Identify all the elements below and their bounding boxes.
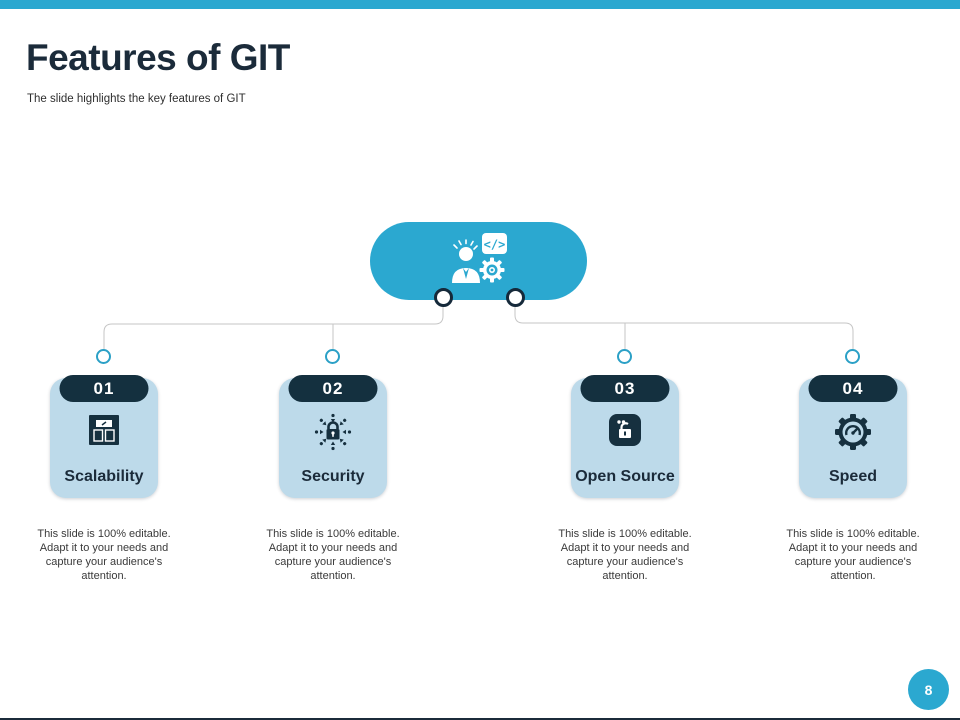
- feature-card-speed: 04 Speed: [799, 375, 907, 498]
- feature-label: Security: [301, 468, 365, 485]
- connector-node-right: [506, 288, 525, 307]
- weighing-scale-icon: [85, 411, 123, 449]
- page-title: Features of GIT: [26, 36, 290, 78]
- developer-code-gear-icon: </>: [447, 232, 511, 291]
- connector-node-left: [434, 288, 453, 307]
- branch-dot-2: [325, 349, 340, 364]
- open-lock-icon: [606, 411, 644, 449]
- branch-dot-3: [617, 349, 632, 364]
- central-shape: </>: [370, 222, 587, 300]
- branch-dot-1: [96, 349, 111, 364]
- page-number-badge: 8: [908, 669, 949, 710]
- feature-label: Speed: [828, 468, 877, 485]
- page-subtitle: The slide highlights the key features of…: [27, 92, 246, 105]
- feature-description: This slide is 100% editable. Adapt it to…: [266, 528, 400, 582]
- secure-lock-burst-icon: [312, 411, 354, 453]
- page-number: 8: [924, 681, 933, 698]
- feature-description: This slide is 100% editable. Adapt it to…: [786, 528, 920, 582]
- number-badge: 04: [808, 375, 898, 402]
- svg-text:</>: </>: [483, 237, 505, 251]
- speed-gauge-gear-icon: [832, 411, 874, 453]
- feature-label: Scalability: [64, 468, 144, 485]
- feature-card-scalability: 01 Scalability: [50, 375, 158, 498]
- number-badge: 02: [288, 375, 378, 402]
- bottom-accent-line: [0, 718, 960, 720]
- number-badge: 01: [59, 375, 149, 402]
- top-accent-bar: [0, 0, 960, 9]
- feature-card-open-source: 03 Open Source: [571, 375, 679, 498]
- branch-dot-4: [845, 349, 860, 364]
- feature-description: This slide is 100% editable. Adapt it to…: [558, 528, 692, 582]
- feature-card-security: 02 Security: [279, 375, 387, 498]
- feature-description: This slide is 100% editable. Adapt it to…: [37, 528, 171, 582]
- number-badge: 03: [580, 375, 670, 402]
- feature-label: Open Source: [575, 468, 675, 485]
